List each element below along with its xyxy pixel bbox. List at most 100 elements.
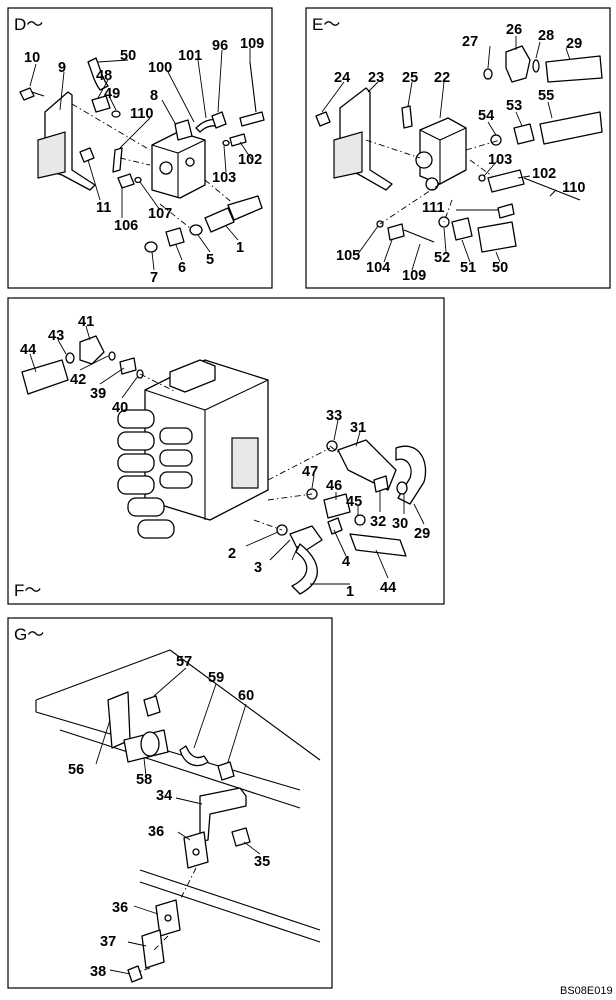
fitting-39 (119, 357, 137, 375)
callout-33: 33 (326, 408, 342, 424)
hose-44 (349, 533, 407, 557)
spool-cap-9 (159, 471, 193, 489)
callout-110: 110 (130, 106, 153, 122)
fitting-96 (211, 111, 227, 129)
panel-f-frame (7, 297, 445, 605)
bolt-24 (315, 111, 331, 127)
callout-29: 29 (566, 36, 582, 52)
callout-102: 102 (532, 166, 556, 182)
valve-fitting-top (174, 119, 193, 141)
oring-45 (354, 514, 366, 526)
oring-54 (490, 134, 502, 146)
callout-44-lower: 44 (380, 580, 396, 596)
callout-25: 25 (402, 70, 418, 86)
callout-46: 46 (326, 478, 342, 494)
bolt-60 (217, 761, 235, 781)
callout-38: 38 (90, 964, 106, 980)
spool-cap-5 (127, 497, 165, 517)
callout-60: 60 (238, 688, 254, 704)
fitting-51 (451, 217, 473, 241)
bolt-10-shank (31, 91, 45, 97)
callout-1: 1 (346, 584, 354, 600)
callout-26: 26 (506, 22, 522, 38)
spool-cap-7 (159, 427, 193, 445)
fitting-46 (323, 493, 351, 519)
fitting-102 (487, 169, 525, 193)
bolt-38 (127, 965, 143, 983)
valve-22-port (415, 151, 433, 169)
callout-59: 59 (208, 670, 224, 686)
callout-47: 47 (302, 464, 318, 480)
panel-e-frame (305, 7, 611, 289)
control-valve-edges (144, 379, 269, 520)
fitting-110 (112, 147, 123, 173)
bolt-57 (143, 695, 161, 717)
hose-29 (545, 55, 603, 83)
callout-109: 109 (402, 268, 426, 284)
fitting-111 (497, 203, 515, 219)
panel-f-title: F～ (14, 581, 41, 600)
callout-24: 24 (334, 70, 350, 86)
hose-29 (395, 445, 427, 505)
callout-49: 49 (104, 86, 120, 102)
callout-32: 32 (370, 514, 386, 530)
spool-cap-8 (159, 449, 193, 467)
oring-33 (326, 440, 338, 452)
hose-1 (227, 195, 263, 221)
panel-d-frame (7, 7, 273, 289)
valve-22-port-2 (425, 177, 439, 191)
plate-37 (141, 929, 165, 969)
callout-8: 8 (150, 88, 158, 104)
callouts-d: 10 9 50 48 49 8 100 101 96 109 110 102 1… (24, 36, 264, 286)
oring-107 (134, 176, 142, 184)
callouts-g: 57 59 60 56 58 34 36 35 36 37 38 (68, 654, 270, 980)
callout-101: 101 (178, 48, 202, 64)
oring-28 (532, 59, 540, 73)
oring-5 (189, 224, 203, 236)
callout-10: 10 (24, 50, 40, 66)
callout-50: 50 (120, 48, 136, 64)
valve-port (159, 161, 173, 175)
oring-7 (144, 241, 158, 253)
assembly-lines-g (137, 867, 197, 973)
callout-36-lower: 36 (112, 900, 128, 916)
callout-51: 51 (460, 260, 476, 276)
callout-106: 106 (114, 218, 138, 234)
spool-cap-3 (117, 453, 155, 473)
figure-code: BS08E019 (560, 985, 613, 997)
frame-beam (35, 649, 321, 809)
callout-41: 41 (78, 314, 94, 330)
fitting-106 (117, 173, 135, 189)
callouts-e: 27 26 28 29 24 23 25 22 54 53 55 103 102… (334, 22, 585, 284)
callout-96: 96 (212, 38, 228, 54)
hose-55 (539, 111, 603, 145)
oring-30 (396, 481, 408, 495)
panel-e-title: E～ (312, 15, 340, 34)
callout-50: 50 (492, 260, 508, 276)
panel-g-frame (7, 617, 333, 989)
callout-111: 111 (422, 200, 445, 216)
hose-44-top (21, 359, 69, 395)
lower-beam (139, 869, 321, 943)
bolt-35 (231, 827, 251, 847)
panel-e: E～ (305, 7, 611, 289)
callout-107: 107 (148, 206, 172, 222)
callout-45: 45 (346, 494, 362, 510)
callout-103: 103 (488, 152, 512, 168)
callout-42: 42 (70, 372, 86, 388)
callout-105: 105 (336, 248, 360, 264)
callout-23: 23 (368, 70, 384, 86)
valve-22 (419, 117, 467, 185)
callout-102: 102 (238, 152, 262, 168)
clamp-36-lower-hole (164, 914, 172, 922)
hose-end-1 (204, 207, 235, 233)
bolt-4 (327, 517, 343, 535)
hose-50 (477, 221, 517, 253)
spool-cap-4 (117, 475, 155, 495)
pipe-109 (249, 61, 257, 113)
fitting-6 (165, 227, 185, 247)
pipe-109 (403, 229, 435, 243)
oring-103 (478, 174, 486, 182)
callout-40: 40 (112, 400, 128, 416)
callout-57: 57 (176, 654, 192, 670)
